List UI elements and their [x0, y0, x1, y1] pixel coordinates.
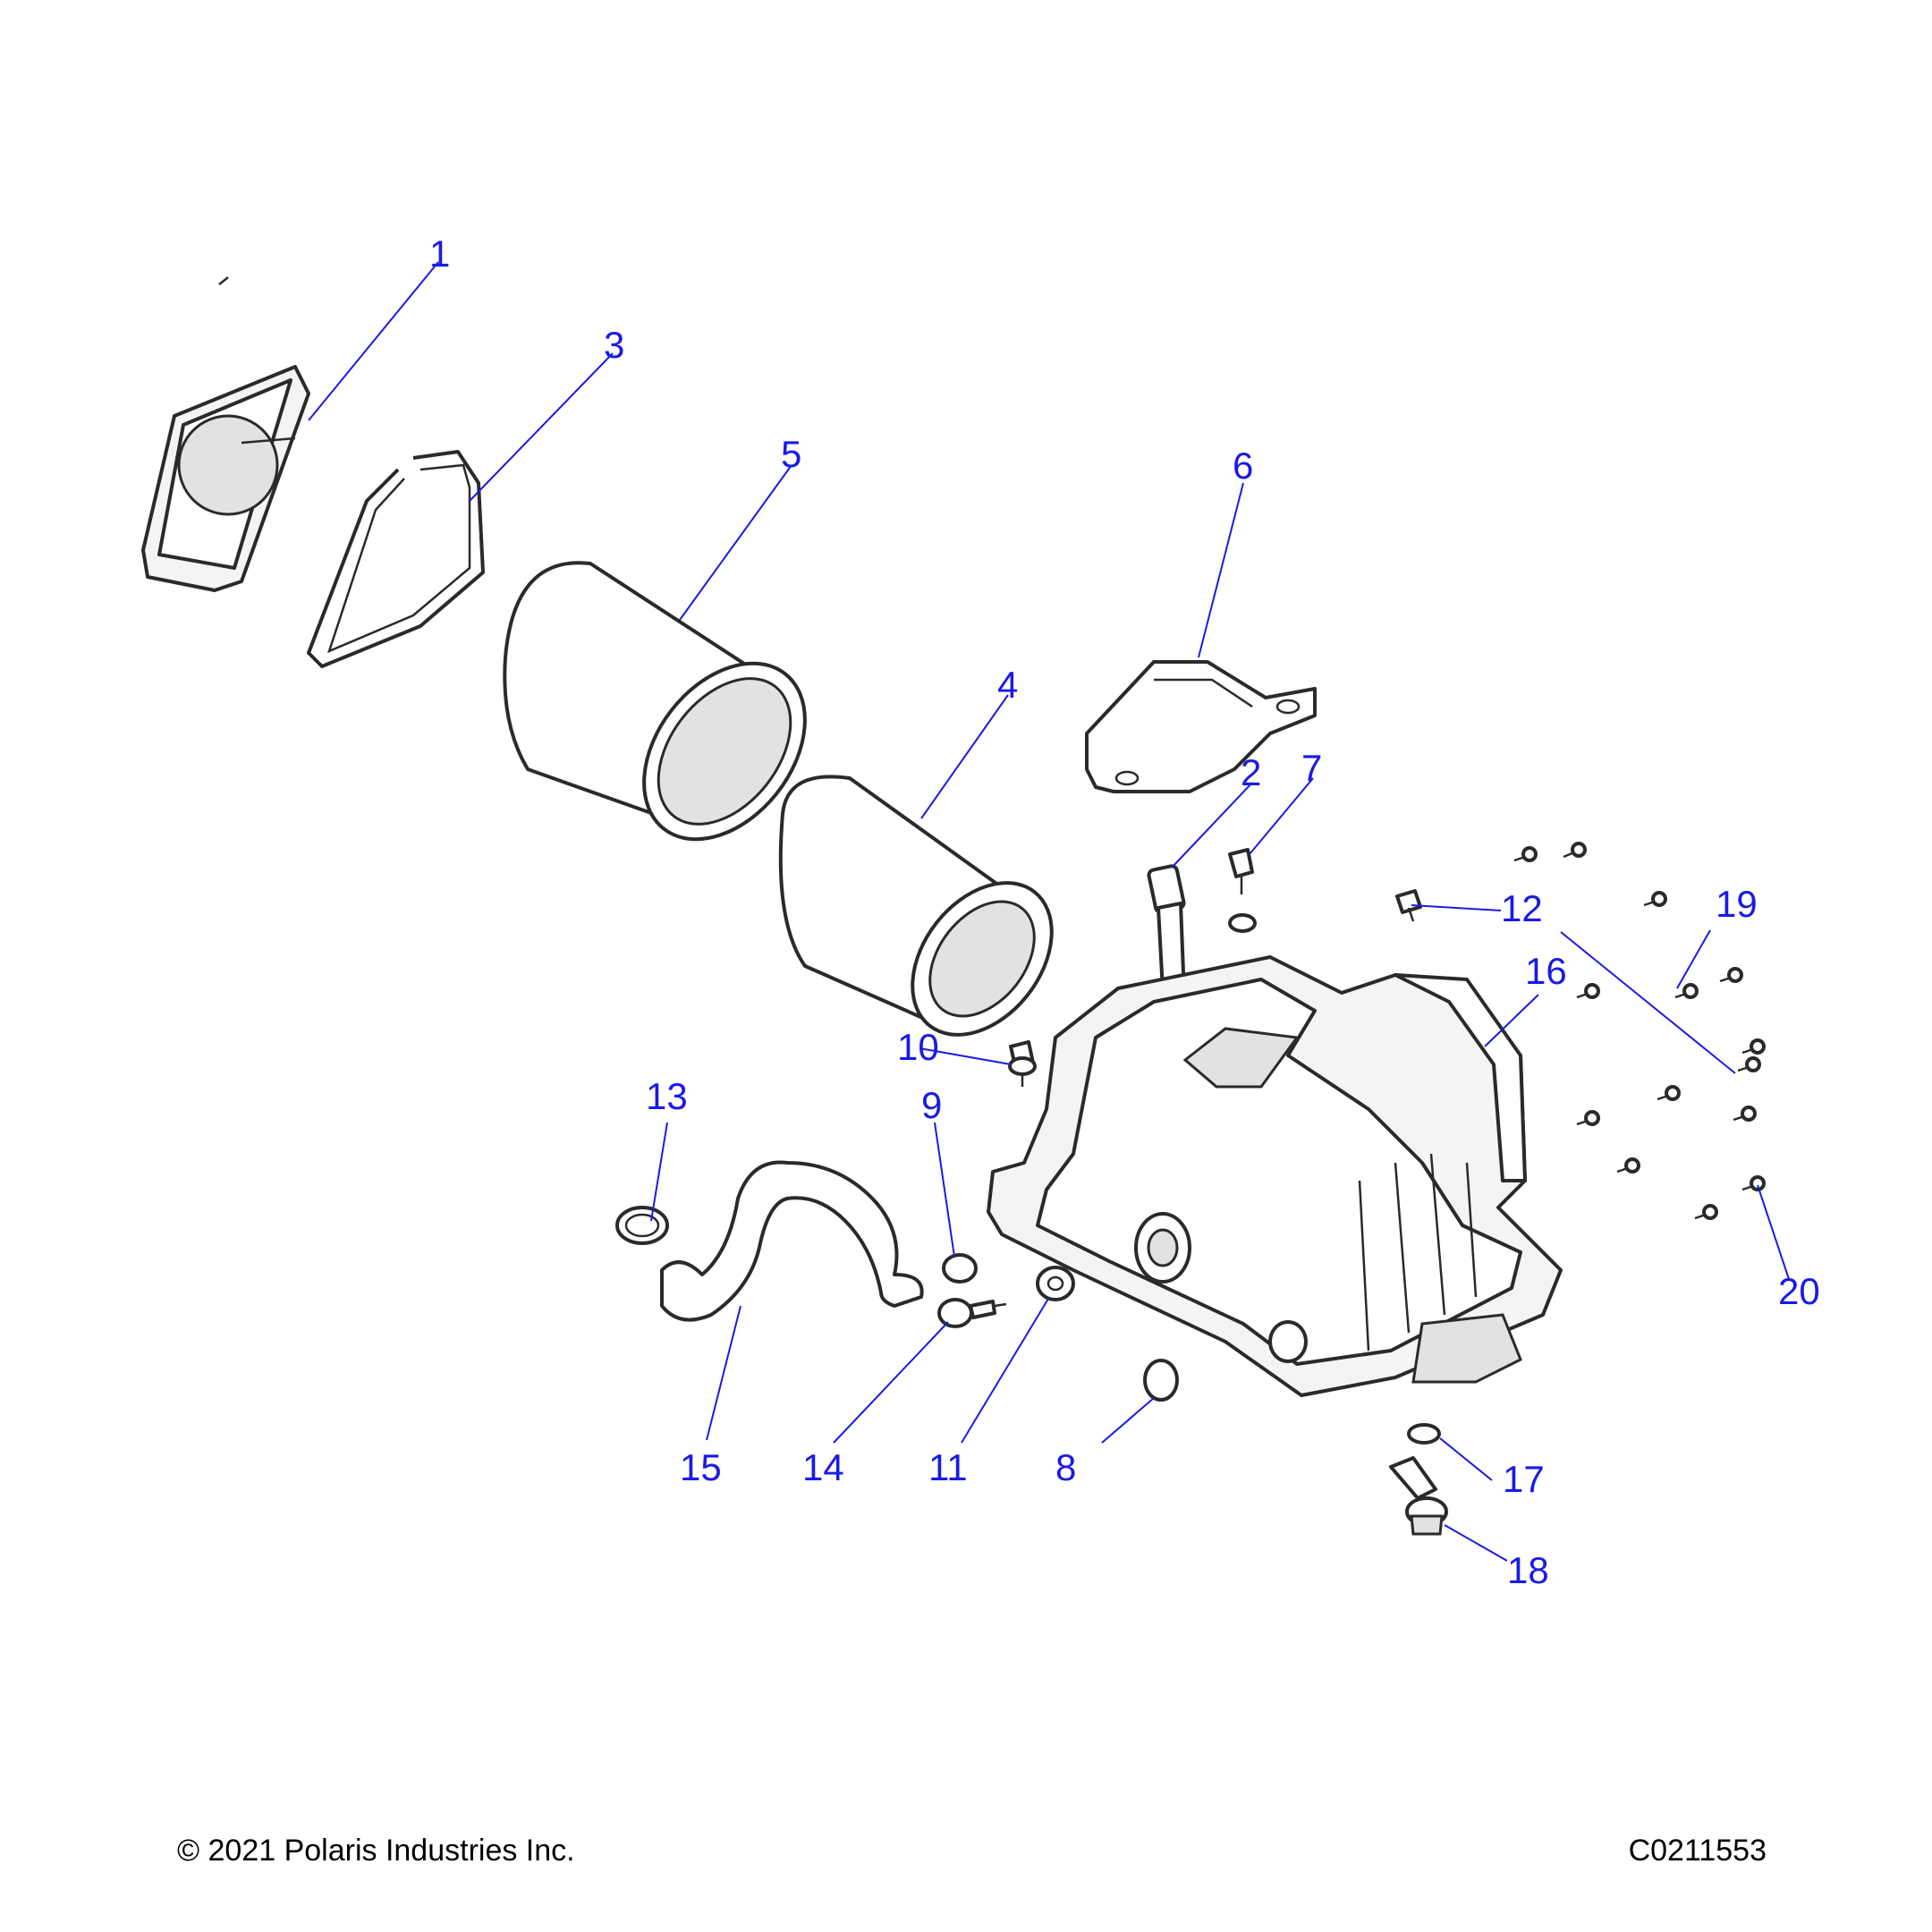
callout-5: 5 — [781, 433, 801, 475]
part-13-clamp — [615, 1206, 669, 1245]
callout-14: 14 — [802, 1446, 844, 1488]
part-7-bolt — [1228, 848, 1257, 933]
callout-6: 6 — [1233, 445, 1253, 487]
part-11-grommet — [1036, 1266, 1075, 1301]
part-3-gasket — [307, 450, 485, 668]
callout-7: 7 — [1301, 747, 1322, 789]
part-12-bolt — [1395, 889, 1422, 922]
part-1-intake-housing — [141, 276, 310, 592]
callout-17: 17 — [1503, 1458, 1545, 1500]
callout-1: 1 — [429, 233, 450, 275]
copyright-text: © 2021 Polaris Industries Inc. — [177, 1834, 575, 1868]
part-10-washer — [1008, 1056, 1037, 1076]
callout-2: 2 — [1241, 751, 1261, 793]
callout-13: 13 — [646, 1075, 688, 1117]
leader-lines — [308, 261, 1790, 1562]
callout-4: 4 — [997, 664, 1018, 706]
callout-3: 3 — [604, 324, 624, 366]
callout-9: 9 — [921, 1084, 942, 1126]
part-4-air-filter — [778, 775, 1054, 1037]
part-18-drain-valve — [1389, 1456, 1448, 1536]
part-8-plug — [1143, 1359, 1179, 1402]
callout-11: 11 — [928, 1446, 968, 1488]
callout-15: 15 — [680, 1446, 722, 1488]
drawing-number: C0211553 — [1628, 1834, 1767, 1868]
part-14-fitting — [937, 1298, 1007, 1328]
callout-8: 8 — [1055, 1446, 1076, 1488]
part-6-cover-plate — [1085, 660, 1317, 793]
callout-20: 20 — [1778, 1270, 1820, 1312]
part-17-o-ring — [1407, 1423, 1441, 1445]
callout-10: 10 — [897, 1026, 939, 1068]
callout-12: 12 — [1501, 887, 1543, 929]
part-15-hose — [660, 1160, 924, 1322]
callout-18: 18 — [1507, 1549, 1549, 1591]
part-9-small-clamp — [942, 1253, 978, 1284]
callout-16: 16 — [1525, 950, 1567, 992]
part-16-airbox — [987, 955, 1563, 1397]
callout-19: 19 — [1716, 883, 1758, 925]
part-5-prefilter — [503, 561, 807, 842]
bolt-group — [1513, 842, 1766, 1220]
